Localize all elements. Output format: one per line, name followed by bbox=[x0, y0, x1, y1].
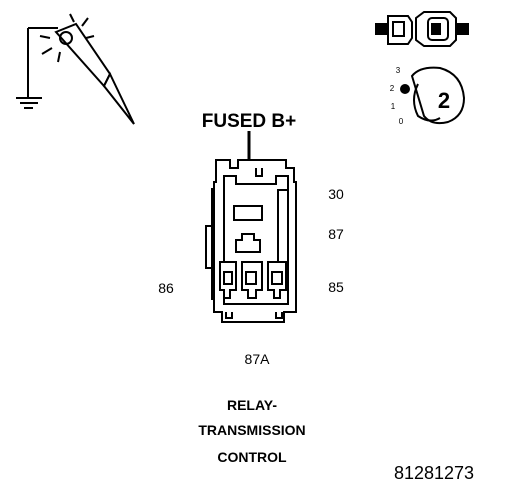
terminal-87 bbox=[235, 233, 261, 253]
terminal-86 bbox=[219, 261, 237, 299]
figure-number: 81281273 bbox=[394, 463, 474, 483]
ignition-key-switch-icon: 2 bbox=[400, 66, 466, 125]
terminal-30 bbox=[233, 205, 263, 221]
pin-label-87: 87 bbox=[328, 226, 344, 242]
pin-label-87a: 87A bbox=[245, 351, 271, 367]
switch-position-0: 0 bbox=[399, 117, 404, 126]
pin-label-30: 30 bbox=[328, 186, 344, 202]
ground-symbol-icon bbox=[16, 27, 58, 109]
caption-line-1: RELAY- bbox=[227, 397, 277, 413]
switch-position-2: 2 bbox=[390, 84, 395, 93]
switch-position-3: 3 bbox=[396, 66, 401, 75]
terminal-87a bbox=[241, 261, 263, 299]
pin-label-86: 86 bbox=[158, 280, 174, 296]
connector-icon bbox=[375, 11, 469, 47]
pin-label-85: 85 bbox=[328, 279, 344, 295]
caption-line-2: TRANSMISSION bbox=[198, 422, 305, 438]
caption-line-3: CONTROL bbox=[217, 449, 287, 465]
switch-position-marker bbox=[400, 84, 410, 94]
switch-selected-number: 2 bbox=[438, 88, 450, 113]
test-light-probe-icon bbox=[16, 13, 135, 125]
terminal-85 bbox=[267, 261, 287, 299]
switch-position-1: 1 bbox=[391, 102, 396, 111]
fused-b-plus-label: FUSED B+ bbox=[202, 111, 297, 132]
